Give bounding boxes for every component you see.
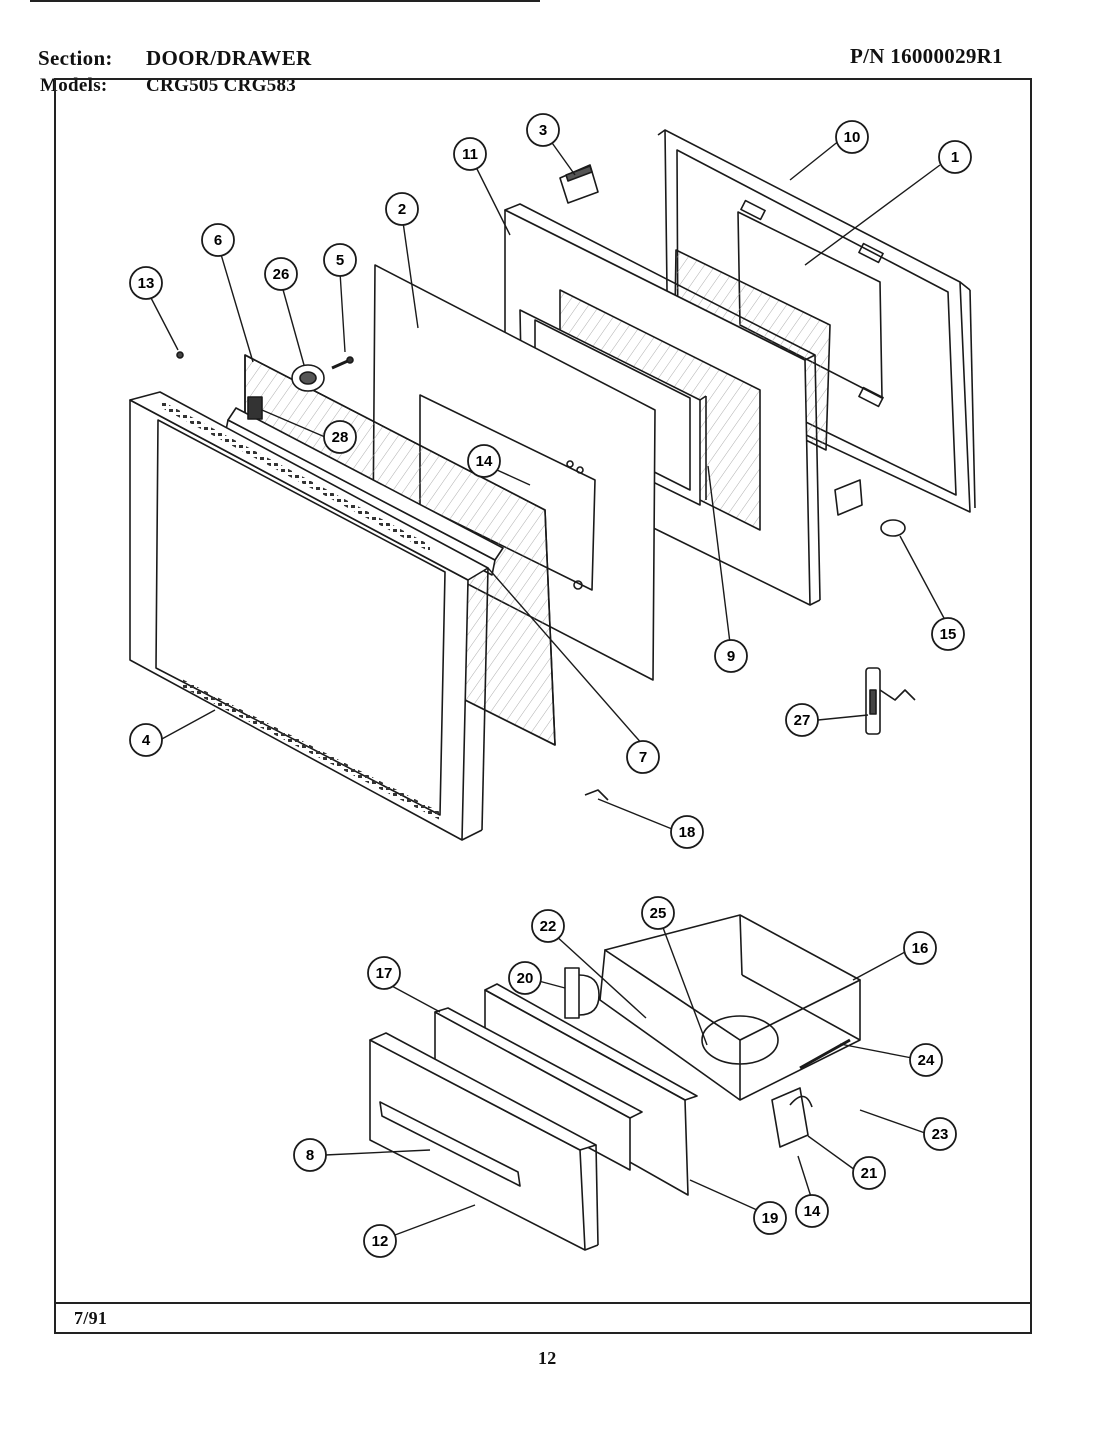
part-26-knob bbox=[291, 364, 325, 392]
part-8-drawer-handle bbox=[379, 1101, 521, 1187]
svg-text:9: 9 bbox=[727, 648, 735, 665]
part-21-roller-bracket bbox=[771, 1087, 813, 1148]
footer-rule bbox=[54, 1302, 1032, 1304]
callout-16: 16 bbox=[903, 931, 937, 965]
callout-2: 2 bbox=[385, 192, 419, 226]
svg-text:15: 15 bbox=[940, 626, 957, 643]
callout-12: 12 bbox=[363, 1224, 397, 1258]
svg-text:27: 27 bbox=[794, 712, 811, 729]
callout-27: 27 bbox=[785, 703, 819, 737]
callout-14-lower: 14 bbox=[795, 1194, 829, 1228]
callout-1: 1 bbox=[938, 140, 972, 174]
callout-6: 6 bbox=[201, 223, 235, 257]
diagram-frame bbox=[54, 78, 1032, 1334]
part-16-drawer-box bbox=[599, 914, 861, 1101]
callout-23: 23 bbox=[923, 1117, 957, 1151]
callout-10: 10 bbox=[835, 120, 869, 154]
svg-text:22: 22 bbox=[540, 918, 557, 935]
svg-text:2: 2 bbox=[398, 201, 406, 218]
svg-text:26: 26 bbox=[273, 266, 290, 283]
callout-18: 18 bbox=[670, 815, 704, 849]
callout-20: 20 bbox=[508, 961, 542, 995]
page-number: 12 bbox=[538, 1348, 557, 1368]
callout-17: 17 bbox=[367, 956, 401, 990]
svg-text:25: 25 bbox=[650, 905, 667, 922]
svg-text:14: 14 bbox=[804, 1203, 821, 1220]
callout-15: 15 bbox=[931, 617, 965, 651]
svg-text:20: 20 bbox=[517, 970, 534, 987]
svg-text:13: 13 bbox=[138, 275, 155, 292]
part-number: P/N 16000029R1 bbox=[850, 44, 1003, 68]
callouts: 10 1 3 11 2 6 26 5 13 28 14 9 15 27 4 7 … bbox=[129, 113, 972, 1258]
callout-8: 8 bbox=[293, 1138, 327, 1172]
part-12-drawer-front bbox=[369, 1032, 599, 1251]
svg-text:12: 12 bbox=[372, 1233, 389, 1250]
callout-11: 11 bbox=[453, 137, 487, 171]
svg-text:3: 3 bbox=[539, 122, 547, 139]
hinge-bracket bbox=[834, 479, 863, 516]
callout-14-upper: 14 bbox=[467, 444, 501, 478]
svg-text:24: 24 bbox=[918, 1052, 935, 1069]
svg-text:7: 7 bbox=[639, 749, 647, 766]
footer-date: 7/91 bbox=[74, 1308, 108, 1328]
part-3-clip bbox=[559, 164, 599, 204]
svg-text:19: 19 bbox=[762, 1210, 779, 1227]
svg-text:16: 16 bbox=[912, 940, 929, 957]
callout-13: 13 bbox=[129, 266, 163, 300]
callout-24: 24 bbox=[909, 1043, 943, 1077]
part-28-bracket bbox=[247, 396, 263, 420]
svg-text:28: 28 bbox=[332, 429, 349, 446]
callout-4: 4 bbox=[129, 723, 163, 757]
svg-text:4: 4 bbox=[142, 732, 151, 749]
callout-19: 19 bbox=[753, 1201, 787, 1235]
svg-text:14: 14 bbox=[476, 453, 493, 470]
models-label: Models: bbox=[40, 75, 108, 96]
svg-text:5: 5 bbox=[336, 252, 344, 269]
callout-3: 3 bbox=[526, 113, 560, 147]
part-5-screw bbox=[331, 356, 354, 370]
callout-7: 7 bbox=[626, 740, 660, 774]
models-value: CRG505 CRG583 bbox=[146, 75, 297, 96]
svg-text:1: 1 bbox=[951, 149, 959, 166]
svg-text:6: 6 bbox=[214, 232, 222, 249]
callout-22: 22 bbox=[531, 909, 565, 943]
svg-text:8: 8 bbox=[306, 1147, 314, 1164]
part-20-slide-bracket bbox=[564, 967, 600, 1019]
part-15-bumper bbox=[880, 519, 906, 537]
part-27-hinge bbox=[865, 667, 916, 735]
callout-28: 28 bbox=[323, 420, 357, 454]
svg-text:21: 21 bbox=[861, 1165, 878, 1182]
svg-text:11: 11 bbox=[462, 146, 478, 163]
svg-text:10: 10 bbox=[844, 129, 861, 146]
callout-5: 5 bbox=[323, 243, 357, 277]
part-13-screw bbox=[176, 351, 184, 359]
svg-text:23: 23 bbox=[932, 1126, 949, 1143]
svg-text:17: 17 bbox=[376, 965, 393, 982]
top-rule bbox=[30, 0, 540, 2]
part-17-insulation bbox=[434, 1007, 643, 1171]
callout-9: 9 bbox=[714, 639, 748, 673]
callout-25: 25 bbox=[641, 896, 675, 930]
section-value: DOOR/DRAWER bbox=[146, 46, 312, 70]
leader-lines bbox=[149, 139, 946, 1236]
svg-text:18: 18 bbox=[679, 824, 696, 841]
part-18-clip bbox=[584, 789, 609, 801]
part-4-outer-frame bbox=[129, 391, 489, 841]
section-label: Section: bbox=[38, 46, 113, 70]
callout-26: 26 bbox=[264, 257, 298, 291]
callout-21: 21 bbox=[852, 1156, 886, 1190]
